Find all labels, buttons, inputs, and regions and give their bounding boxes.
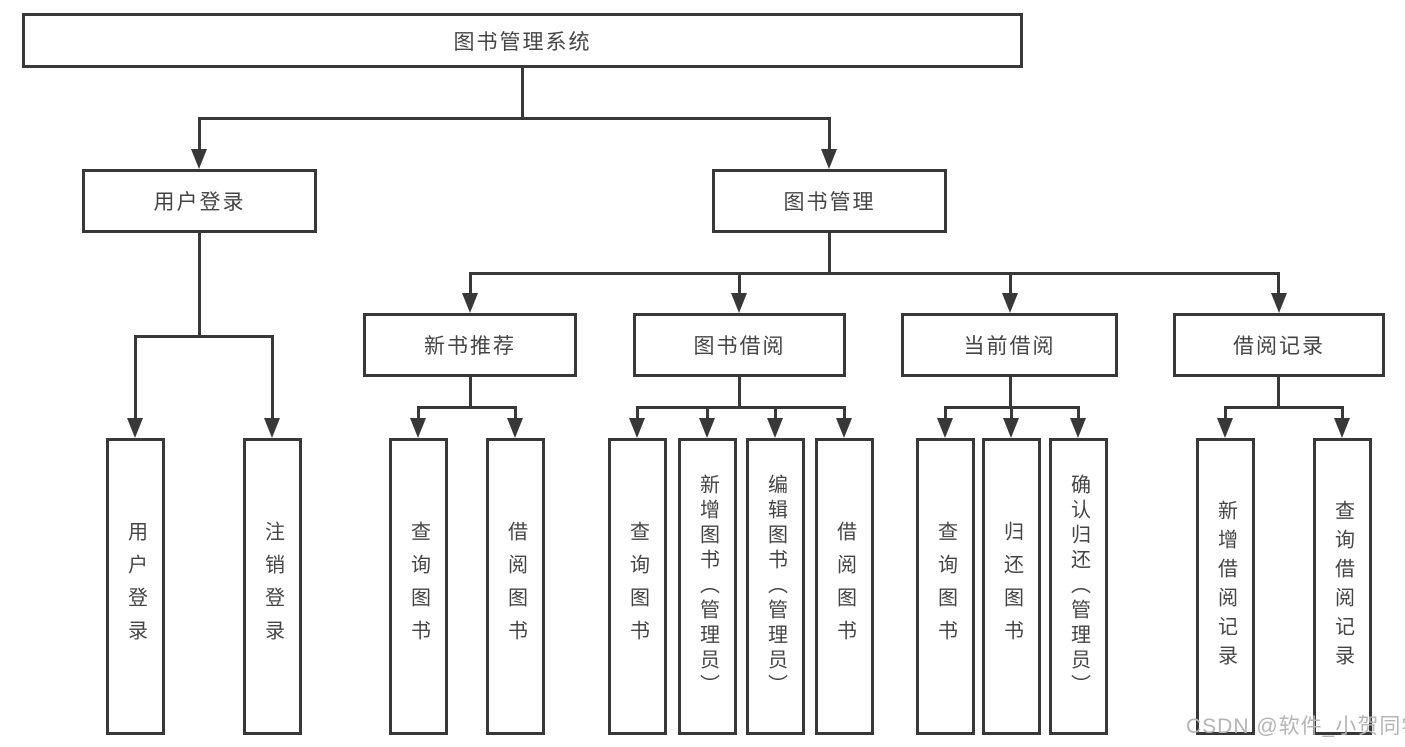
- connector-line: [828, 118, 831, 149]
- arrow-down-icon: [836, 418, 852, 438]
- arrow-down-icon: [191, 149, 207, 169]
- node-nbr-borrow-books-label: 借阅图书: [504, 520, 527, 653]
- node-current-borrow: 当前借阅: [901, 313, 1118, 377]
- connector-line: [134, 335, 137, 418]
- arrow-down-icon: [507, 418, 523, 438]
- connector-branch-borrow-records: [1224, 406, 1344, 409]
- connector-line: [271, 335, 274, 418]
- connector-line: [1077, 406, 1080, 418]
- connector-line: [1010, 406, 1013, 418]
- arrow-down-icon: [699, 418, 715, 438]
- arrow-down-icon: [731, 293, 747, 313]
- node-br-query-record: 查询借阅记录: [1313, 438, 1372, 735]
- node-br-add-record: 新增借阅记录: [1196, 438, 1255, 735]
- arrow-down-icon: [410, 418, 426, 438]
- node-cb-confirm-return-label: 确认归还（管理员）: [1067, 474, 1090, 699]
- arrow-down-icon: [264, 418, 280, 438]
- connector-line: [1224, 406, 1227, 418]
- connector-branch-root: [198, 117, 831, 120]
- node-login: 用户登录: [106, 438, 165, 735]
- connector-root-stem: [521, 68, 524, 119]
- connector-line: [469, 272, 472, 293]
- node-new-book-recommend: 新书推荐: [363, 313, 577, 377]
- connector-branch-new-book: [417, 406, 517, 409]
- node-root: 图书管理系统: [22, 13, 1023, 68]
- node-book-borrow: 图书借阅: [633, 313, 846, 377]
- node-borrow-records-label: 借阅记录: [1233, 335, 1325, 358]
- connector-line: [1009, 272, 1012, 293]
- node-nbr-borrow-books: 借阅图书: [486, 438, 545, 735]
- connector-borrow-records-stem: [1277, 376, 1280, 408]
- node-login-label: 用户登录: [124, 520, 147, 653]
- connector-line: [417, 406, 420, 418]
- node-bb-add-books: 新增图书（管理员）: [678, 438, 737, 735]
- node-bb-edit-books: 编辑图书（管理员）: [746, 438, 805, 735]
- node-bb-edit-books-label: 编辑图书（管理员）: [764, 474, 787, 699]
- node-book-borrow-label: 图书借阅: [693, 335, 786, 358]
- node-logout-label: 注销登录: [261, 520, 284, 653]
- connector-line: [1277, 272, 1280, 293]
- arrow-down-icon: [629, 418, 645, 438]
- arrow-down-icon: [1334, 418, 1350, 438]
- connector-line: [706, 406, 709, 418]
- connector-branch-book-management: [469, 272, 1280, 275]
- node-logout: 注销登录: [243, 438, 302, 735]
- connector-line: [843, 406, 846, 418]
- node-borrow-records: 借阅记录: [1173, 313, 1385, 377]
- arrow-down-icon: [1002, 293, 1018, 313]
- node-bb-query-books: 查询图书: [608, 438, 667, 735]
- arrow-down-icon: [1271, 293, 1287, 313]
- connector-branch-user-login: [134, 335, 274, 338]
- node-br-add-record-label: 新增借阅记录: [1214, 499, 1237, 674]
- connector-user-login-stem: [198, 233, 201, 337]
- connector-line: [944, 406, 947, 418]
- connector-line: [636, 406, 639, 418]
- connector-branch-current-borrow: [944, 406, 1080, 409]
- node-new-book-recommend-label: 新书推荐: [424, 335, 516, 358]
- node-book-management-label: 图书管理: [783, 191, 876, 214]
- node-cb-return-books: 归还图书: [982, 438, 1041, 735]
- connector-line: [514, 406, 517, 418]
- node-cb-return-books-label: 归还图书: [1000, 520, 1023, 653]
- connector-line: [1341, 406, 1344, 418]
- connector-line: [774, 406, 777, 418]
- node-root-label: 图书管理系统: [453, 30, 592, 54]
- node-nbr-query-books-label: 查询图书: [407, 520, 430, 653]
- arrow-down-icon: [462, 293, 478, 313]
- csdn-watermark: CSDN @软件_小贺同学: [1186, 715, 1405, 738]
- arrow-down-icon: [1217, 418, 1233, 438]
- node-book-management: 图书管理: [712, 169, 947, 233]
- connector-new-book-stem: [469, 376, 472, 408]
- connector-branch-book-borrow: [636, 406, 846, 409]
- arrow-down-icon: [1070, 418, 1086, 438]
- connector-book-borrow-stem: [738, 376, 741, 408]
- connector-line: [738, 272, 741, 293]
- node-cb-query-books-label: 查询图书: [934, 520, 957, 653]
- node-bb-borrow-books: 借阅图书: [815, 438, 874, 735]
- connector-line: [198, 118, 201, 149]
- node-cb-query-books: 查询图书: [916, 438, 975, 735]
- arrow-down-icon: [1003, 418, 1019, 438]
- node-bb-add-books-label: 新增图书（管理员）: [696, 474, 719, 699]
- arrow-down-icon: [127, 418, 143, 438]
- arrow-down-icon: [937, 418, 953, 438]
- node-nbr-query-books: 查询图书: [389, 438, 448, 735]
- arrow-down-icon: [821, 149, 837, 169]
- node-user-login-label: 用户登录: [153, 191, 246, 214]
- arrow-down-icon: [767, 418, 783, 438]
- node-cb-confirm-return: 确认归还（管理员）: [1049, 438, 1108, 735]
- node-current-borrow-label: 当前借阅: [963, 335, 1056, 358]
- node-user-login: 用户登录: [82, 169, 317, 233]
- node-bb-query-books-label: 查询图书: [626, 520, 649, 653]
- connector-current-borrow-stem: [1009, 376, 1012, 408]
- node-br-query-record-label: 查询借阅记录: [1331, 499, 1354, 674]
- connector-book-management-stem: [828, 233, 831, 274]
- node-bb-borrow-books-label: 借阅图书: [833, 520, 856, 653]
